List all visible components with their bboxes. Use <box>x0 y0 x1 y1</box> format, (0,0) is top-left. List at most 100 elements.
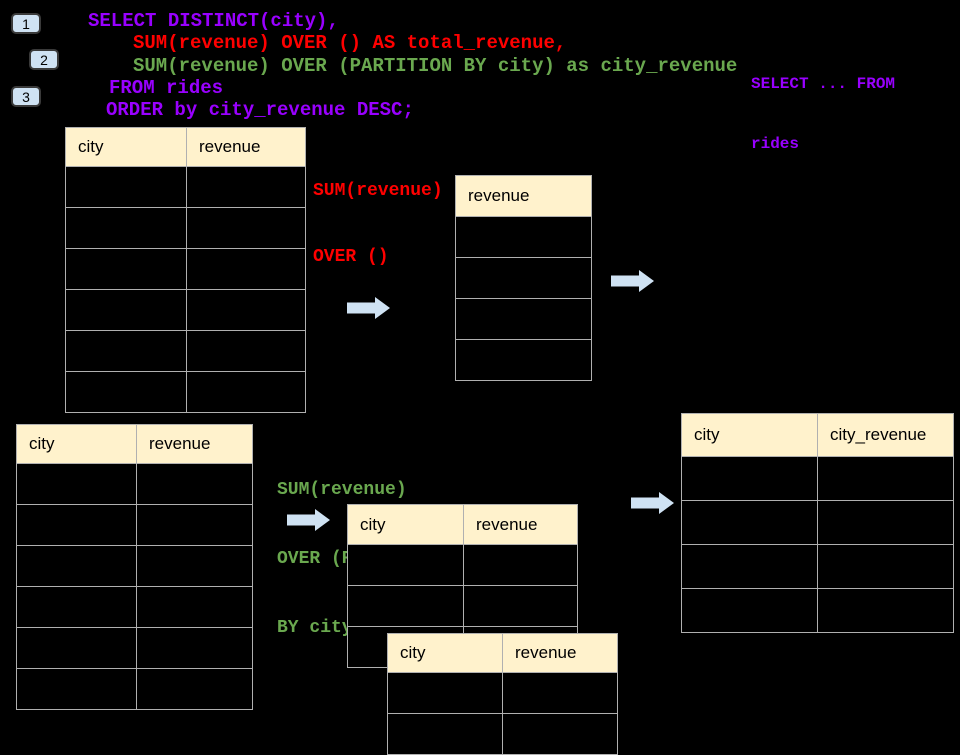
table-row <box>347 544 578 586</box>
table-source-bottom: city revenue <box>16 424 253 710</box>
sql-line-city-revenue: SUM(revenue) OVER (PARTITION BY city) as… <box>133 55 738 77</box>
step-badge-2: 2 <box>29 49 59 70</box>
column-header-city: city <box>347 504 464 545</box>
empty-cell <box>455 257 592 299</box>
arrow-right-icon <box>347 297 390 319</box>
empty-cell <box>136 545 253 587</box>
empty-cell <box>186 371 306 413</box>
sql-line-select: SELECT DISTINCT(city), <box>88 10 339 32</box>
arrow-right-icon <box>611 270 654 292</box>
empty-cell <box>387 672 503 714</box>
table-row <box>455 257 592 299</box>
arrow-right-icon <box>631 492 674 514</box>
column-header-revenue: revenue <box>136 424 253 464</box>
column-header-city: city <box>16 424 137 464</box>
empty-cell <box>16 504 137 546</box>
empty-cell <box>817 588 954 633</box>
table-header-row: city city_revenue <box>681 413 954 457</box>
sql-line-from: FROM rides <box>109 77 224 99</box>
table-row <box>65 330 306 372</box>
sql-line-total-revenue: SUM(revenue) OVER () AS total_revenue, <box>133 32 567 54</box>
empty-cell <box>817 544 954 589</box>
empty-cell <box>65 166 187 208</box>
table-header-row: city revenue <box>16 424 253 464</box>
empty-cell <box>455 298 592 340</box>
table-row <box>16 668 253 710</box>
annotation-total-revenue-line-1: SUM(revenue) <box>313 181 443 201</box>
empty-cell <box>817 456 954 501</box>
empty-cell <box>681 456 818 501</box>
empty-cell <box>65 330 187 372</box>
table-row <box>65 207 306 249</box>
table-row <box>387 672 618 714</box>
empty-cell <box>186 330 306 372</box>
column-header-revenue: revenue <box>455 175 592 217</box>
table-header-row: city revenue <box>347 504 578 545</box>
table-result: city city_revenue <box>681 413 954 633</box>
empty-cell <box>136 463 253 505</box>
empty-cell <box>16 586 137 628</box>
column-header-revenue: revenue <box>502 633 618 673</box>
column-header-city-revenue: city_revenue <box>817 413 954 457</box>
side-code-note-line-1: SELECT ... FROM <box>751 75 896 93</box>
empty-cell <box>347 544 464 586</box>
step-badge-1: 1 <box>11 13 41 34</box>
empty-cell <box>16 668 137 710</box>
empty-cell <box>16 545 137 587</box>
empty-cell <box>455 216 592 258</box>
table-row <box>65 248 306 290</box>
table-row <box>65 371 306 413</box>
table-row <box>681 500 954 545</box>
empty-cell <box>186 166 306 208</box>
column-header-city: city <box>65 127 187 167</box>
step-badge-3: 3 <box>11 86 41 107</box>
empty-cell <box>65 248 187 290</box>
annotation-total-revenue: SUM(revenue) OVER () <box>313 136 443 290</box>
table-row <box>16 627 253 669</box>
table-row <box>16 504 253 546</box>
annotation-partition-line-1: SUM(revenue) <box>277 480 407 500</box>
empty-cell <box>186 289 306 331</box>
empty-cell <box>136 627 253 669</box>
table-row <box>455 339 592 381</box>
table-row <box>16 463 253 505</box>
empty-cell <box>65 371 187 413</box>
empty-cell <box>16 627 137 669</box>
table-row <box>681 544 954 589</box>
table-row <box>16 545 253 587</box>
table-row <box>455 216 592 258</box>
table-header-row: revenue <box>455 175 592 217</box>
column-header-revenue: revenue <box>463 504 578 545</box>
empty-cell <box>817 500 954 545</box>
table-row <box>681 456 954 501</box>
empty-cell <box>455 339 592 381</box>
table-row <box>16 586 253 628</box>
side-code-note: SELECT ... FROM rides <box>751 34 895 174</box>
arrow-right-icon <box>287 509 330 531</box>
empty-cell <box>347 585 464 627</box>
table-row <box>65 289 306 331</box>
empty-cell <box>65 207 187 249</box>
empty-cell <box>681 500 818 545</box>
empty-cell <box>463 544 578 586</box>
table-row <box>347 585 578 627</box>
annotation-total-revenue-line-2: OVER () <box>313 247 389 267</box>
column-header-city: city <box>387 633 503 673</box>
empty-cell <box>136 668 253 710</box>
empty-cell <box>502 672 618 714</box>
empty-cell <box>681 544 818 589</box>
empty-cell <box>681 588 818 633</box>
empty-cell <box>16 463 137 505</box>
empty-cell <box>136 586 253 628</box>
column-header-city: city <box>681 413 818 457</box>
table-header-row: city revenue <box>65 127 306 167</box>
side-code-note-line-2: rides <box>751 135 800 153</box>
empty-cell <box>186 248 306 290</box>
sql-line-order-by: ORDER by city_revenue DESC; <box>106 99 414 121</box>
table-header-row: city revenue <box>387 633 618 673</box>
table-row <box>455 298 592 340</box>
table-source-top: city revenue <box>65 127 306 413</box>
empty-cell <box>65 289 187 331</box>
table-total-revenue: revenue <box>455 175 592 381</box>
empty-cell <box>136 504 253 546</box>
